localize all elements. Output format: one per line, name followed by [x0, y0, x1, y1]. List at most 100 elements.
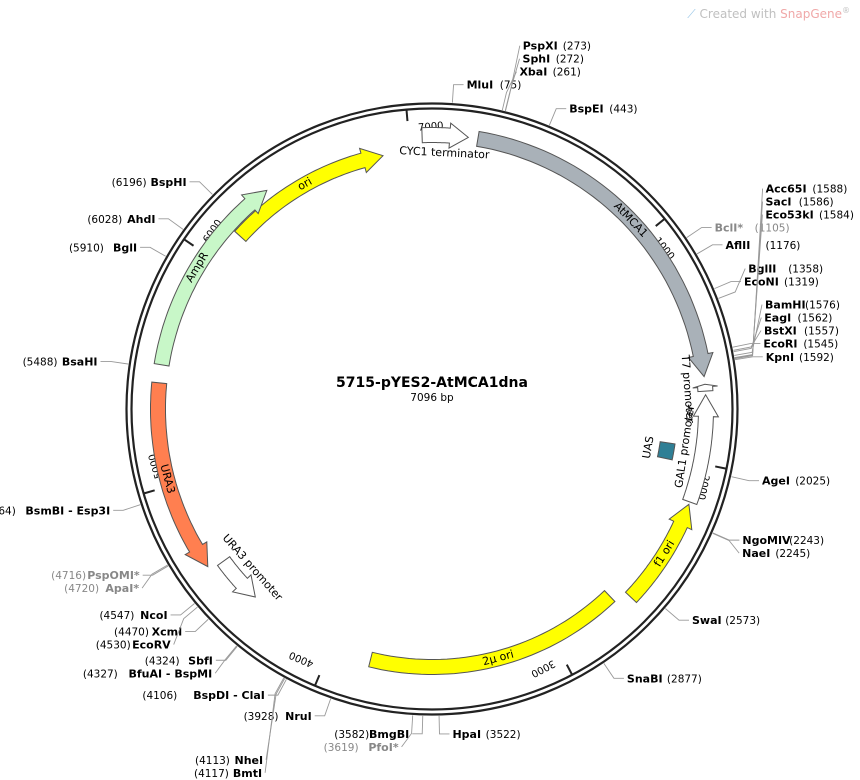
- feature-label: ori: [295, 175, 314, 193]
- watermark-prefix: Created with: [699, 7, 777, 21]
- feature-uas: [656, 441, 676, 461]
- site-name: BfuAI - BspMI: [128, 667, 212, 680]
- site-position: (75): [500, 80, 522, 92]
- site-name: XbaI: [519, 66, 547, 79]
- site-leader-line: [189, 181, 213, 195]
- site-name: EagI: [764, 312, 791, 325]
- tick-mark: [715, 465, 727, 470]
- restriction-site: SbfI(4324): [145, 654, 213, 667]
- restriction-site: NheI (4113): [195, 754, 263, 767]
- site-position: (1358): [788, 264, 823, 276]
- tick-mark: [405, 109, 409, 122]
- site-leader-line: [264, 677, 285, 773]
- feature-ura3: [150, 381, 209, 568]
- restriction-site: XcmI(4470): [114, 626, 182, 639]
- site-name: PspXI: [523, 40, 558, 53]
- restriction-site: BamHI(1576): [765, 299, 840, 312]
- feature-label: AtMCA1: [611, 200, 650, 240]
- site-leader-line: [173, 606, 198, 645]
- site-name: NaeI: [742, 547, 770, 560]
- site-name: BglII: [748, 263, 776, 276]
- site-name: KpnI: [766, 351, 794, 364]
- site-name: NheI: [235, 754, 264, 767]
- site-leader-line: [142, 565, 169, 576]
- site-leader-line: [314, 698, 332, 717]
- site-name: BmgBI: [369, 728, 409, 741]
- site-position: (5488): [23, 356, 58, 368]
- site-leader-line: [100, 360, 129, 365]
- site-name: BspHI: [150, 176, 186, 189]
- site-name: BsaHI: [62, 355, 98, 368]
- restriction-site: NaeI(2245): [742, 547, 810, 560]
- site-position: (1319): [784, 277, 819, 289]
- site-leader-line: [451, 84, 464, 103]
- feature-label: UAS: [640, 435, 657, 460]
- site-leader-line: [712, 532, 740, 541]
- site-name: EcoNI: [744, 276, 779, 289]
- map-length: 7096 bp: [410, 392, 454, 404]
- site-name: MluI: [467, 79, 494, 92]
- site-name: BglI: [113, 241, 137, 254]
- site-leader-line: [214, 645, 237, 674]
- site-position: (3619): [324, 742, 359, 754]
- site-name: BamHI: [765, 299, 806, 312]
- site-position: (2025): [795, 476, 830, 488]
- restriction-site: EcoRV(4530): [96, 639, 171, 652]
- feature-t7-promoter: [692, 383, 718, 393]
- site-name: NruI: [285, 710, 312, 723]
- feature-gal1-promoter: [682, 393, 720, 506]
- restriction-site: BfuAI - BspMI(4327): [83, 667, 212, 680]
- site-position: (5910): [69, 242, 104, 254]
- restriction-site: Acc65I(1588): [766, 183, 848, 196]
- site-position: (4964): [0, 505, 16, 517]
- site-leader-line: [215, 646, 238, 661]
- site-leader-line: [603, 663, 624, 679]
- site-name: BstXI: [764, 325, 797, 338]
- restriction-site: BglII (1358): [748, 263, 823, 276]
- feature-label: T7 promoter: [679, 354, 697, 425]
- tick-label: 3000: [529, 657, 557, 679]
- site-position: (1576): [805, 300, 840, 312]
- feature-f1-ori: [624, 503, 693, 604]
- site-position: (261): [553, 67, 581, 79]
- site-name: XcmI: [152, 626, 183, 639]
- site-position: (4113): [195, 755, 230, 767]
- site-name: ApaI*: [105, 582, 139, 595]
- tick-mark: [655, 218, 665, 227]
- restriction-site: NruI(3928): [244, 710, 312, 723]
- tick-mark: [143, 489, 155, 495]
- restriction-site: BmtI(4117): [194, 767, 262, 780]
- site-leader-line: [696, 244, 723, 255]
- site-leader-line: [548, 108, 567, 126]
- restriction-site: BspDI - ClaI(4106): [142, 689, 265, 702]
- site-name: SacI: [766, 196, 792, 209]
- restriction-site: ApaI* (4720): [64, 582, 139, 595]
- watermark: ⟋ Created with SnapGene®: [687, 6, 850, 22]
- site-leader-line: [113, 504, 141, 511]
- site-position: (4720): [64, 583, 99, 595]
- watermark-icon: ⟋: [687, 7, 696, 21]
- site-name: Acc65I: [766, 183, 807, 196]
- site-name: HpaI: [452, 728, 481, 741]
- site-name: SbfI: [188, 654, 213, 667]
- site-leader-line: [734, 188, 764, 360]
- site-position: (3582): [334, 729, 369, 741]
- tick-label: 4000: [288, 649, 316, 669]
- site-name: BspDI - ClaI: [193, 689, 265, 702]
- restriction-site: SwaI(2573): [692, 614, 760, 627]
- site-leader-line: [158, 218, 184, 230]
- site-leader-line: [733, 330, 762, 351]
- site-position: (1592): [799, 352, 834, 364]
- backbone-inner-ring: [130, 107, 734, 711]
- feature-ura3-promoter: [216, 556, 256, 598]
- restriction-site: KpnI (1592): [766, 351, 834, 364]
- site-leader-line: [140, 246, 166, 257]
- restriction-site: AhdI(6028): [87, 213, 155, 226]
- tick-mark: [565, 664, 573, 675]
- site-position: (2243): [789, 535, 824, 547]
- site-name: BmtI: [233, 767, 262, 780]
- restriction-site: BspEI(443): [569, 103, 637, 116]
- restriction-site: BclI*(1105): [715, 222, 790, 235]
- restriction-site: HpaI(3522): [452, 728, 520, 741]
